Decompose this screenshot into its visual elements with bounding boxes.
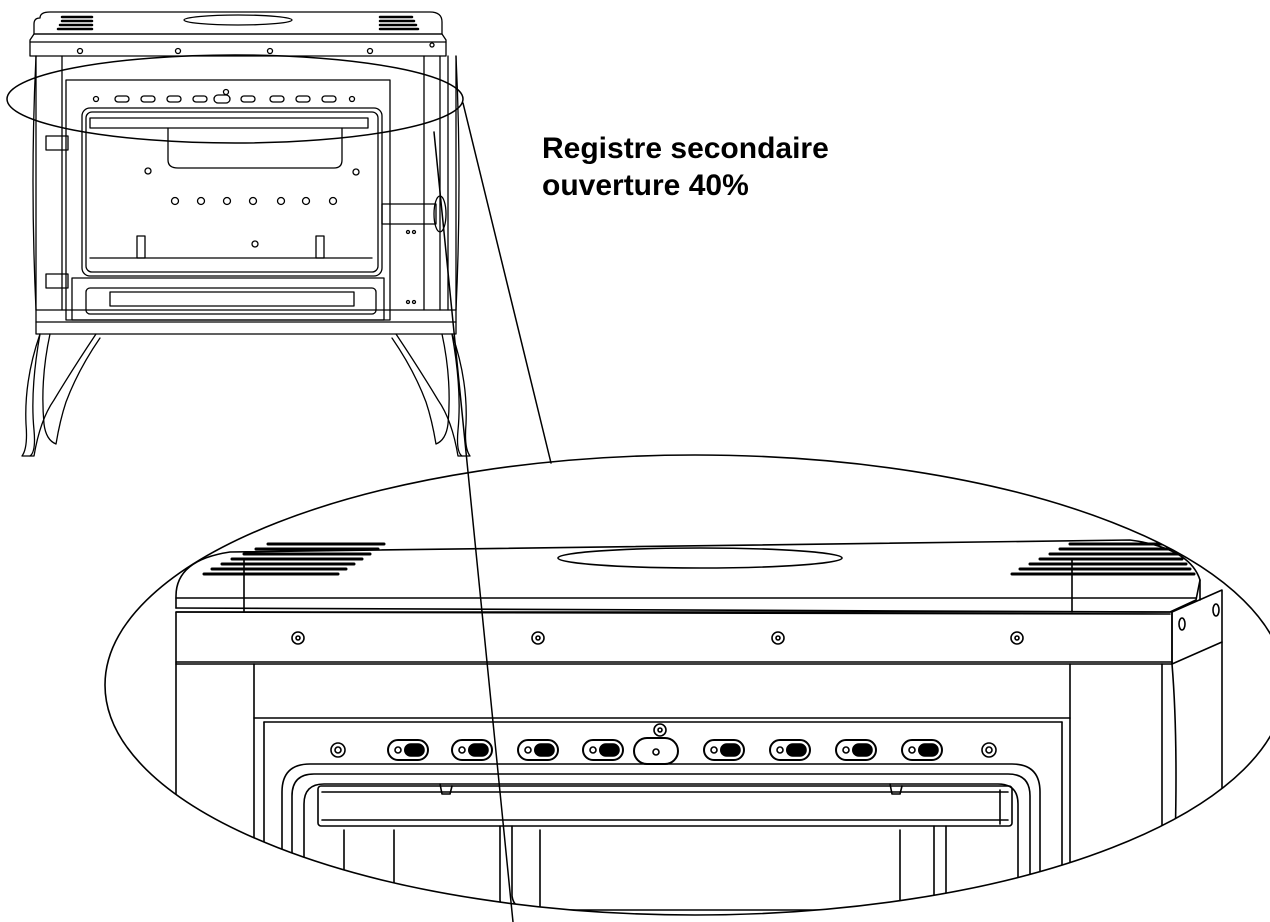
callout-leader-upper xyxy=(462,102,552,464)
register-slot[interactable] xyxy=(703,739,745,761)
register-slot-shutter xyxy=(598,743,620,757)
zoom-door-glass xyxy=(281,763,1041,915)
stove-door-frame xyxy=(65,79,391,321)
stove-body xyxy=(35,55,457,311)
zoom-top-plate xyxy=(175,539,1201,609)
register-slots xyxy=(387,739,943,761)
stove-top-vent-left xyxy=(56,15,94,31)
stove-door-glass xyxy=(81,107,383,277)
zoom-deflector-bar xyxy=(317,785,1013,827)
register-caption: Registre secondaire ouverture 40% xyxy=(542,130,829,204)
register-slot[interactable] xyxy=(835,739,877,761)
register-center-knob[interactable] xyxy=(633,737,679,765)
stove-air-holes xyxy=(170,196,338,206)
caption-line-2: ouverture 40% xyxy=(542,169,749,202)
register-slot-shutter xyxy=(917,743,939,757)
register-slot-shutter xyxy=(467,743,489,757)
register-slot[interactable] xyxy=(901,739,943,761)
callout-ellipse-small xyxy=(6,54,464,144)
stove-top-vent-right xyxy=(378,15,420,31)
stove-legs xyxy=(21,333,471,457)
callout-leader-lower xyxy=(433,131,514,922)
stove-top-plate xyxy=(33,11,443,35)
register-slot-shutter xyxy=(851,743,873,757)
stove-top-opening xyxy=(183,14,293,26)
zoom-top-vent-left xyxy=(202,542,386,576)
register-slot-shutter xyxy=(785,743,807,757)
register-slot[interactable] xyxy=(582,739,624,761)
zoom-inner-handle xyxy=(499,825,947,915)
caption-line-1: Registre secondaire xyxy=(542,132,829,165)
zoom-top-vent-right xyxy=(1010,542,1196,576)
zoom-top-opening xyxy=(557,547,843,569)
register-slot[interactable] xyxy=(451,739,493,761)
zoom-register-row xyxy=(330,723,997,765)
register-slot-shutter xyxy=(533,743,555,757)
stove-register-row xyxy=(92,88,356,104)
register-slot[interactable] xyxy=(769,739,811,761)
register-slot[interactable] xyxy=(387,739,429,761)
register-slot-shutter xyxy=(719,743,741,757)
register-slot-shutter xyxy=(403,743,425,757)
stove-top-rim xyxy=(29,33,447,57)
stove-overview xyxy=(21,11,471,457)
stove-ash-drawer xyxy=(71,277,385,321)
callout-ellipse-zoom xyxy=(104,454,1270,916)
register-slot[interactable] xyxy=(517,739,559,761)
